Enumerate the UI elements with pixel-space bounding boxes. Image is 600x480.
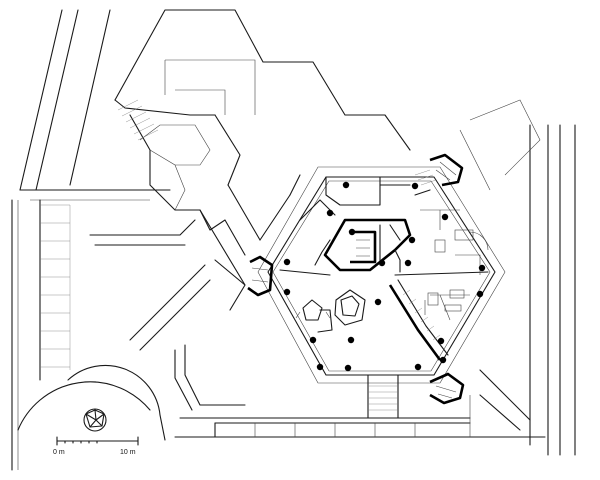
conference-table (295, 299, 331, 321)
entry-pod-south (429, 372, 465, 405)
hex-building (257, 166, 506, 384)
existing-building-outline (114, 9, 411, 311)
planter-icon (83, 408, 107, 432)
entry-pod-west (247, 255, 274, 297)
forecourt (174, 395, 546, 438)
work-desks (427, 229, 489, 312)
stair-hatch (117, 99, 159, 141)
reception-desk (317, 289, 366, 333)
interior-ramp (388, 279, 449, 361)
parking-stalls (40, 204, 71, 370)
scale-label-end: 10 m (120, 449, 136, 456)
left-street (11, 9, 171, 471)
entry-pod-north (429, 153, 464, 187)
central-core (314, 218, 412, 273)
turning-circle (17, 364, 166, 441)
right-street (459, 99, 576, 456)
columns (283, 181, 486, 372)
south-entrance-stair (367, 374, 399, 419)
access-path (89, 219, 246, 411)
scale-bar (56, 436, 139, 446)
scale-label-start: 0 m (53, 449, 65, 456)
north-stair (414, 169, 437, 186)
